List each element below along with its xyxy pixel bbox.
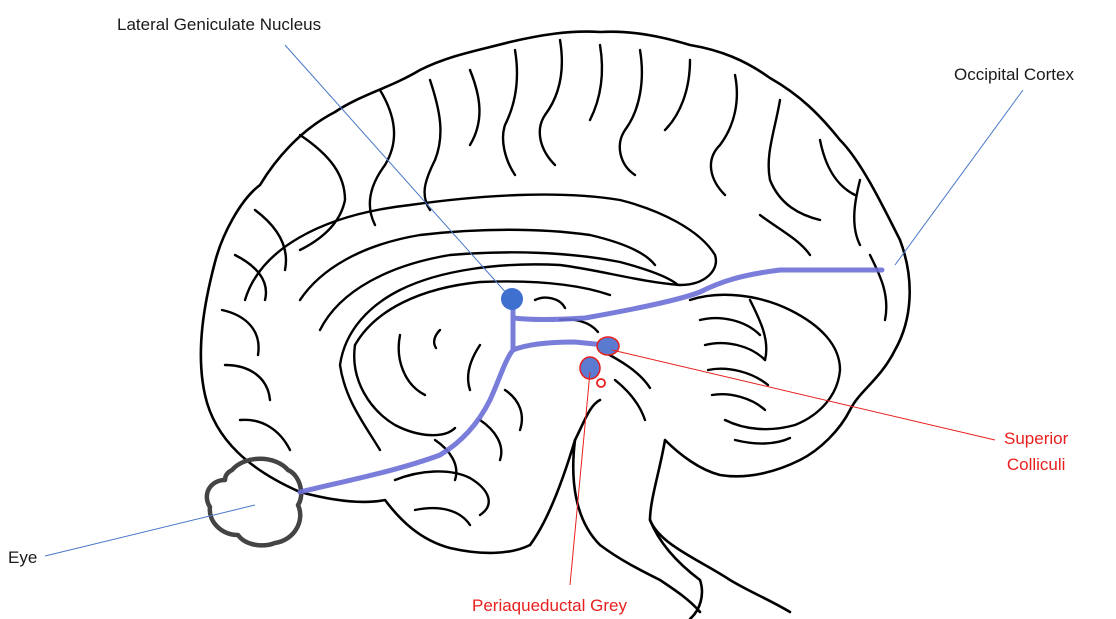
superior-colliculi-label: Superior Colliculi <box>1004 426 1068 478</box>
superior-colliculi-node <box>597 337 619 355</box>
lgn-label: Lateral Geniculate Nucleus <box>117 15 321 35</box>
eye-label: Eye <box>8 548 37 568</box>
superior-colliculi-label-line2: Colliculi <box>1004 452 1068 478</box>
occipital-cortex-label: Occipital Cortex <box>954 65 1074 85</box>
periaqueductal-grey-label: Periaqueductal Grey <box>472 596 627 616</box>
superior-colliculi-label-line1: Superior <box>1004 426 1068 452</box>
brain-outline <box>201 32 910 619</box>
leader-lines <box>45 45 1023 585</box>
pag-marker <box>597 379 605 387</box>
eye-shape <box>207 459 301 546</box>
brain-gyri <box>222 40 886 525</box>
superior-colliculi-leader <box>612 350 995 440</box>
visual-pathway <box>300 270 882 492</box>
occipital-leader <box>895 90 1023 265</box>
